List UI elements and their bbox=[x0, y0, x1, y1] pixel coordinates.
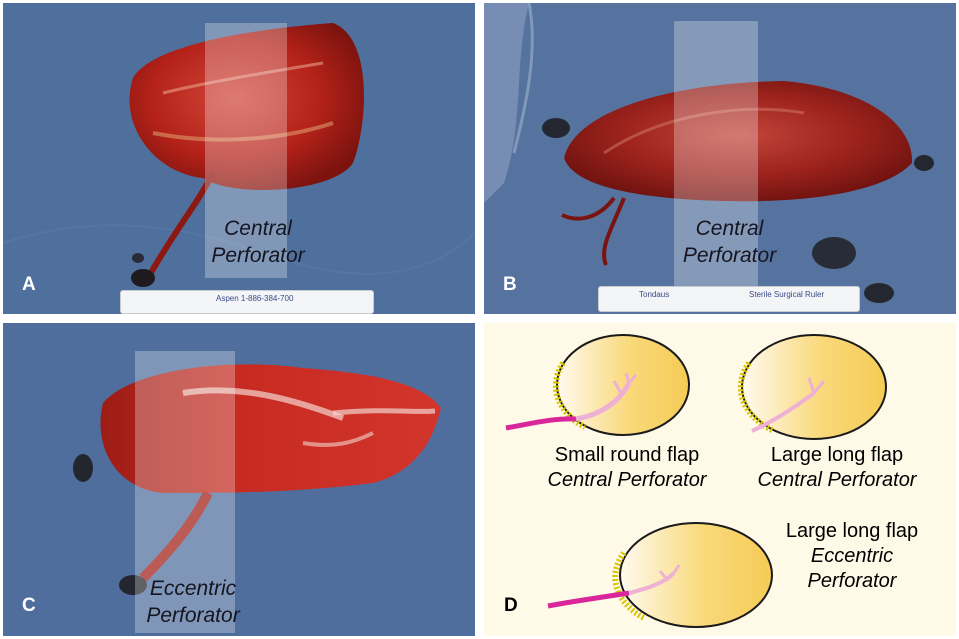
panel-letter: A bbox=[22, 274, 36, 295]
highlight-band bbox=[205, 23, 287, 278]
panel-letter: B bbox=[503, 274, 517, 295]
ruler: Tondaus Sterile Surgical Ruler bbox=[598, 286, 860, 312]
diagram-label-1: Small round flap Central Perforator bbox=[547, 444, 707, 491]
panel-b-image bbox=[484, 3, 956, 314]
panel-letter: C bbox=[22, 595, 36, 616]
panel-b-photo: Central Perforator B Tondaus Sterile Sur… bbox=[484, 3, 956, 314]
flap-large-long-eccentric bbox=[547, 522, 773, 628]
diagram-label-2: Large long flap Central Perforator bbox=[757, 444, 917, 491]
panel-a-photo: Central Perforator A Aspen 1-886-384-700 bbox=[3, 3, 475, 314]
caption: Eccentric Perforator bbox=[146, 577, 240, 627]
flap-large-long bbox=[737, 334, 887, 440]
caption: Central Perforator bbox=[682, 217, 777, 267]
diagram-label-3: Large long flap Eccentric Perforator bbox=[785, 520, 919, 592]
flap-small-round bbox=[505, 334, 690, 436]
panel-letter: D bbox=[504, 595, 518, 616]
caption: Central Perforator bbox=[211, 217, 305, 267]
flap-diagram-art bbox=[505, 334, 887, 628]
ruler: Aspen 1-886-384-700 bbox=[120, 290, 374, 314]
panel-d-diagram: Small round flap Central Perforator Larg… bbox=[484, 323, 956, 636]
panel-a-image bbox=[3, 3, 475, 314]
highlight-band bbox=[135, 351, 235, 633]
highlight-band bbox=[674, 21, 758, 291]
panel-c-image bbox=[3, 323, 475, 636]
panel-c-photo: Eccentric Perforator C bbox=[3, 323, 475, 636]
pedicle bbox=[145, 171, 216, 280]
